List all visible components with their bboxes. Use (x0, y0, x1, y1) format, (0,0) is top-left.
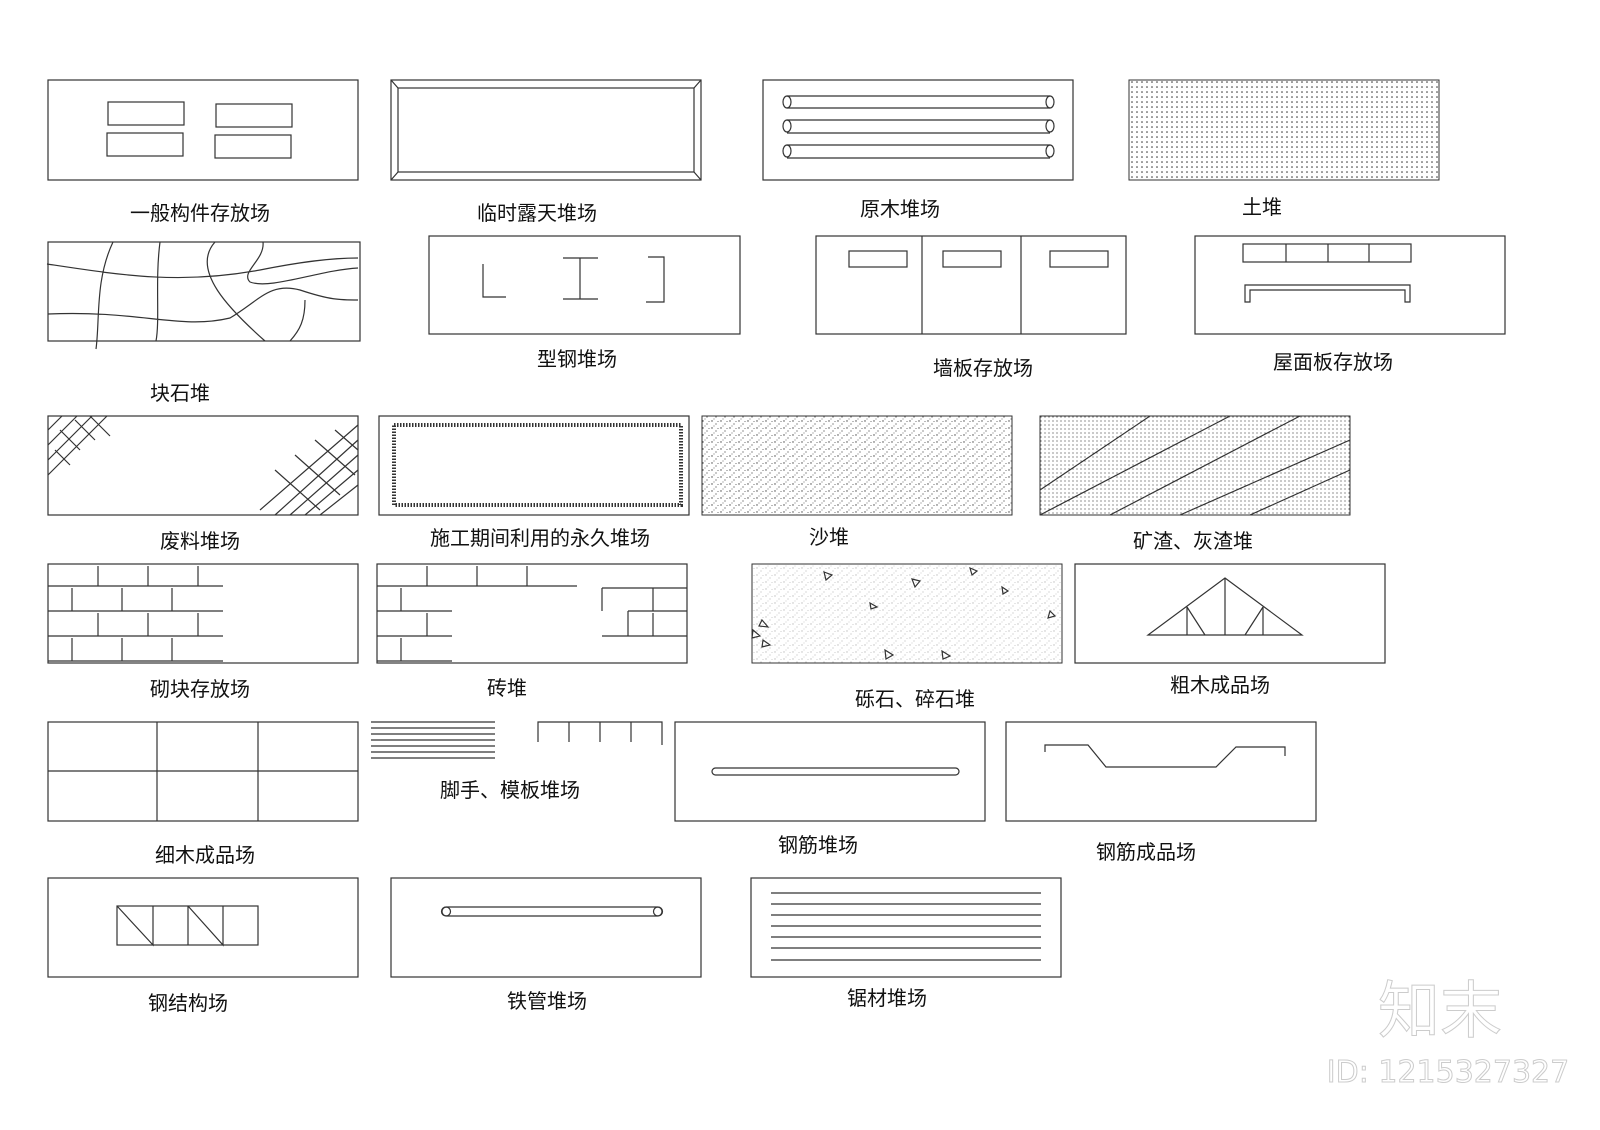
symbol-section-steel-yard: 型钢堆场 (428, 235, 741, 371)
label: 沙堆 (809, 525, 849, 549)
watermark: 知末 ID: 1215327327 (1326, 974, 1569, 1091)
symbol-sand-pile: 沙堆 (701, 415, 1013, 549)
symbol-block-yard: 砌块存放场 (47, 563, 359, 701)
symbol-scaffold-formwork-yard: 脚手、模板堆场 (371, 721, 663, 802)
watermark-logo: 知末 (1378, 974, 1502, 1047)
label: 铁管堆场 (507, 989, 587, 1013)
label: 脚手、模板堆场 (440, 778, 580, 802)
symbol-gravel-pile: 砾石、碎石堆 (751, 563, 1063, 711)
label: 细木成品场 (155, 843, 255, 867)
label: 矿渣、灰渣堆 (1133, 529, 1253, 553)
symbol-wall-panel-yard: 墙板存放场 (815, 235, 1127, 380)
symbol-permanent-yard: 施工期间利用的永久堆场 (378, 415, 690, 550)
label: 砖堆 (487, 676, 527, 700)
symbol-rough-timber-yard: 粗木成品场 (1074, 563, 1386, 697)
label: 废料堆场 (160, 529, 240, 553)
symbol-brick-pile: 砖堆 (376, 563, 688, 700)
label: 粗木成品场 (1170, 673, 1270, 697)
symbol-roof-panel-yard: 屋面板存放场 (1194, 235, 1506, 374)
symbol-general-components: 一般构件存放场 (47, 79, 359, 225)
symbol-rebar-yard: 钢筋堆场 (674, 721, 986, 857)
label: 钢筋堆场 (778, 833, 858, 857)
symbol-earth-pile: 土堆 (1128, 79, 1440, 219)
symbol-finished-rebar-yard: 钢筋成品场 (1005, 721, 1317, 864)
symbol-rubble-pile: 块石堆 (46, 241, 361, 405)
label: 临时露天堆场 (477, 201, 597, 225)
watermark-id: ID: 1215327327 (1327, 1055, 1569, 1090)
label: 一般构件存放场 (130, 201, 270, 225)
symbol-temporary-open-yard: 临时露天堆场 (390, 79, 702, 225)
symbol-fine-timber-yard: 细木成品场 (47, 721, 359, 867)
label: 土堆 (1242, 195, 1282, 219)
label: 砾石、碎石堆 (855, 687, 975, 711)
label: 型钢堆场 (537, 347, 617, 371)
label: 钢筋成品场 (1096, 840, 1196, 864)
symbol-sawn-timber-yard: 锯材堆场 (750, 877, 1062, 1010)
label: 锯材堆场 (847, 986, 927, 1010)
label: 砌块存放场 (150, 677, 250, 701)
label: 屋面板存放场 (1273, 350, 1393, 374)
label: 原木堆场 (860, 197, 940, 221)
symbol-iron-pipe-yard: 铁管堆场 (390, 877, 702, 1013)
label: 钢结构场 (148, 991, 228, 1015)
symbol-waste-yard: 废料堆场 (47, 415, 359, 553)
label: 施工期间利用的永久堆场 (430, 526, 650, 550)
symbol-steel-structure-yard: 钢结构场 (47, 877, 359, 1015)
symbol-log-yard: 原木堆场 (762, 79, 1074, 221)
label: 墙板存放场 (933, 356, 1033, 380)
label: 块石堆 (150, 381, 210, 405)
symbol-slag-pile: 矿渣、灰渣堆 (1039, 415, 1351, 553)
